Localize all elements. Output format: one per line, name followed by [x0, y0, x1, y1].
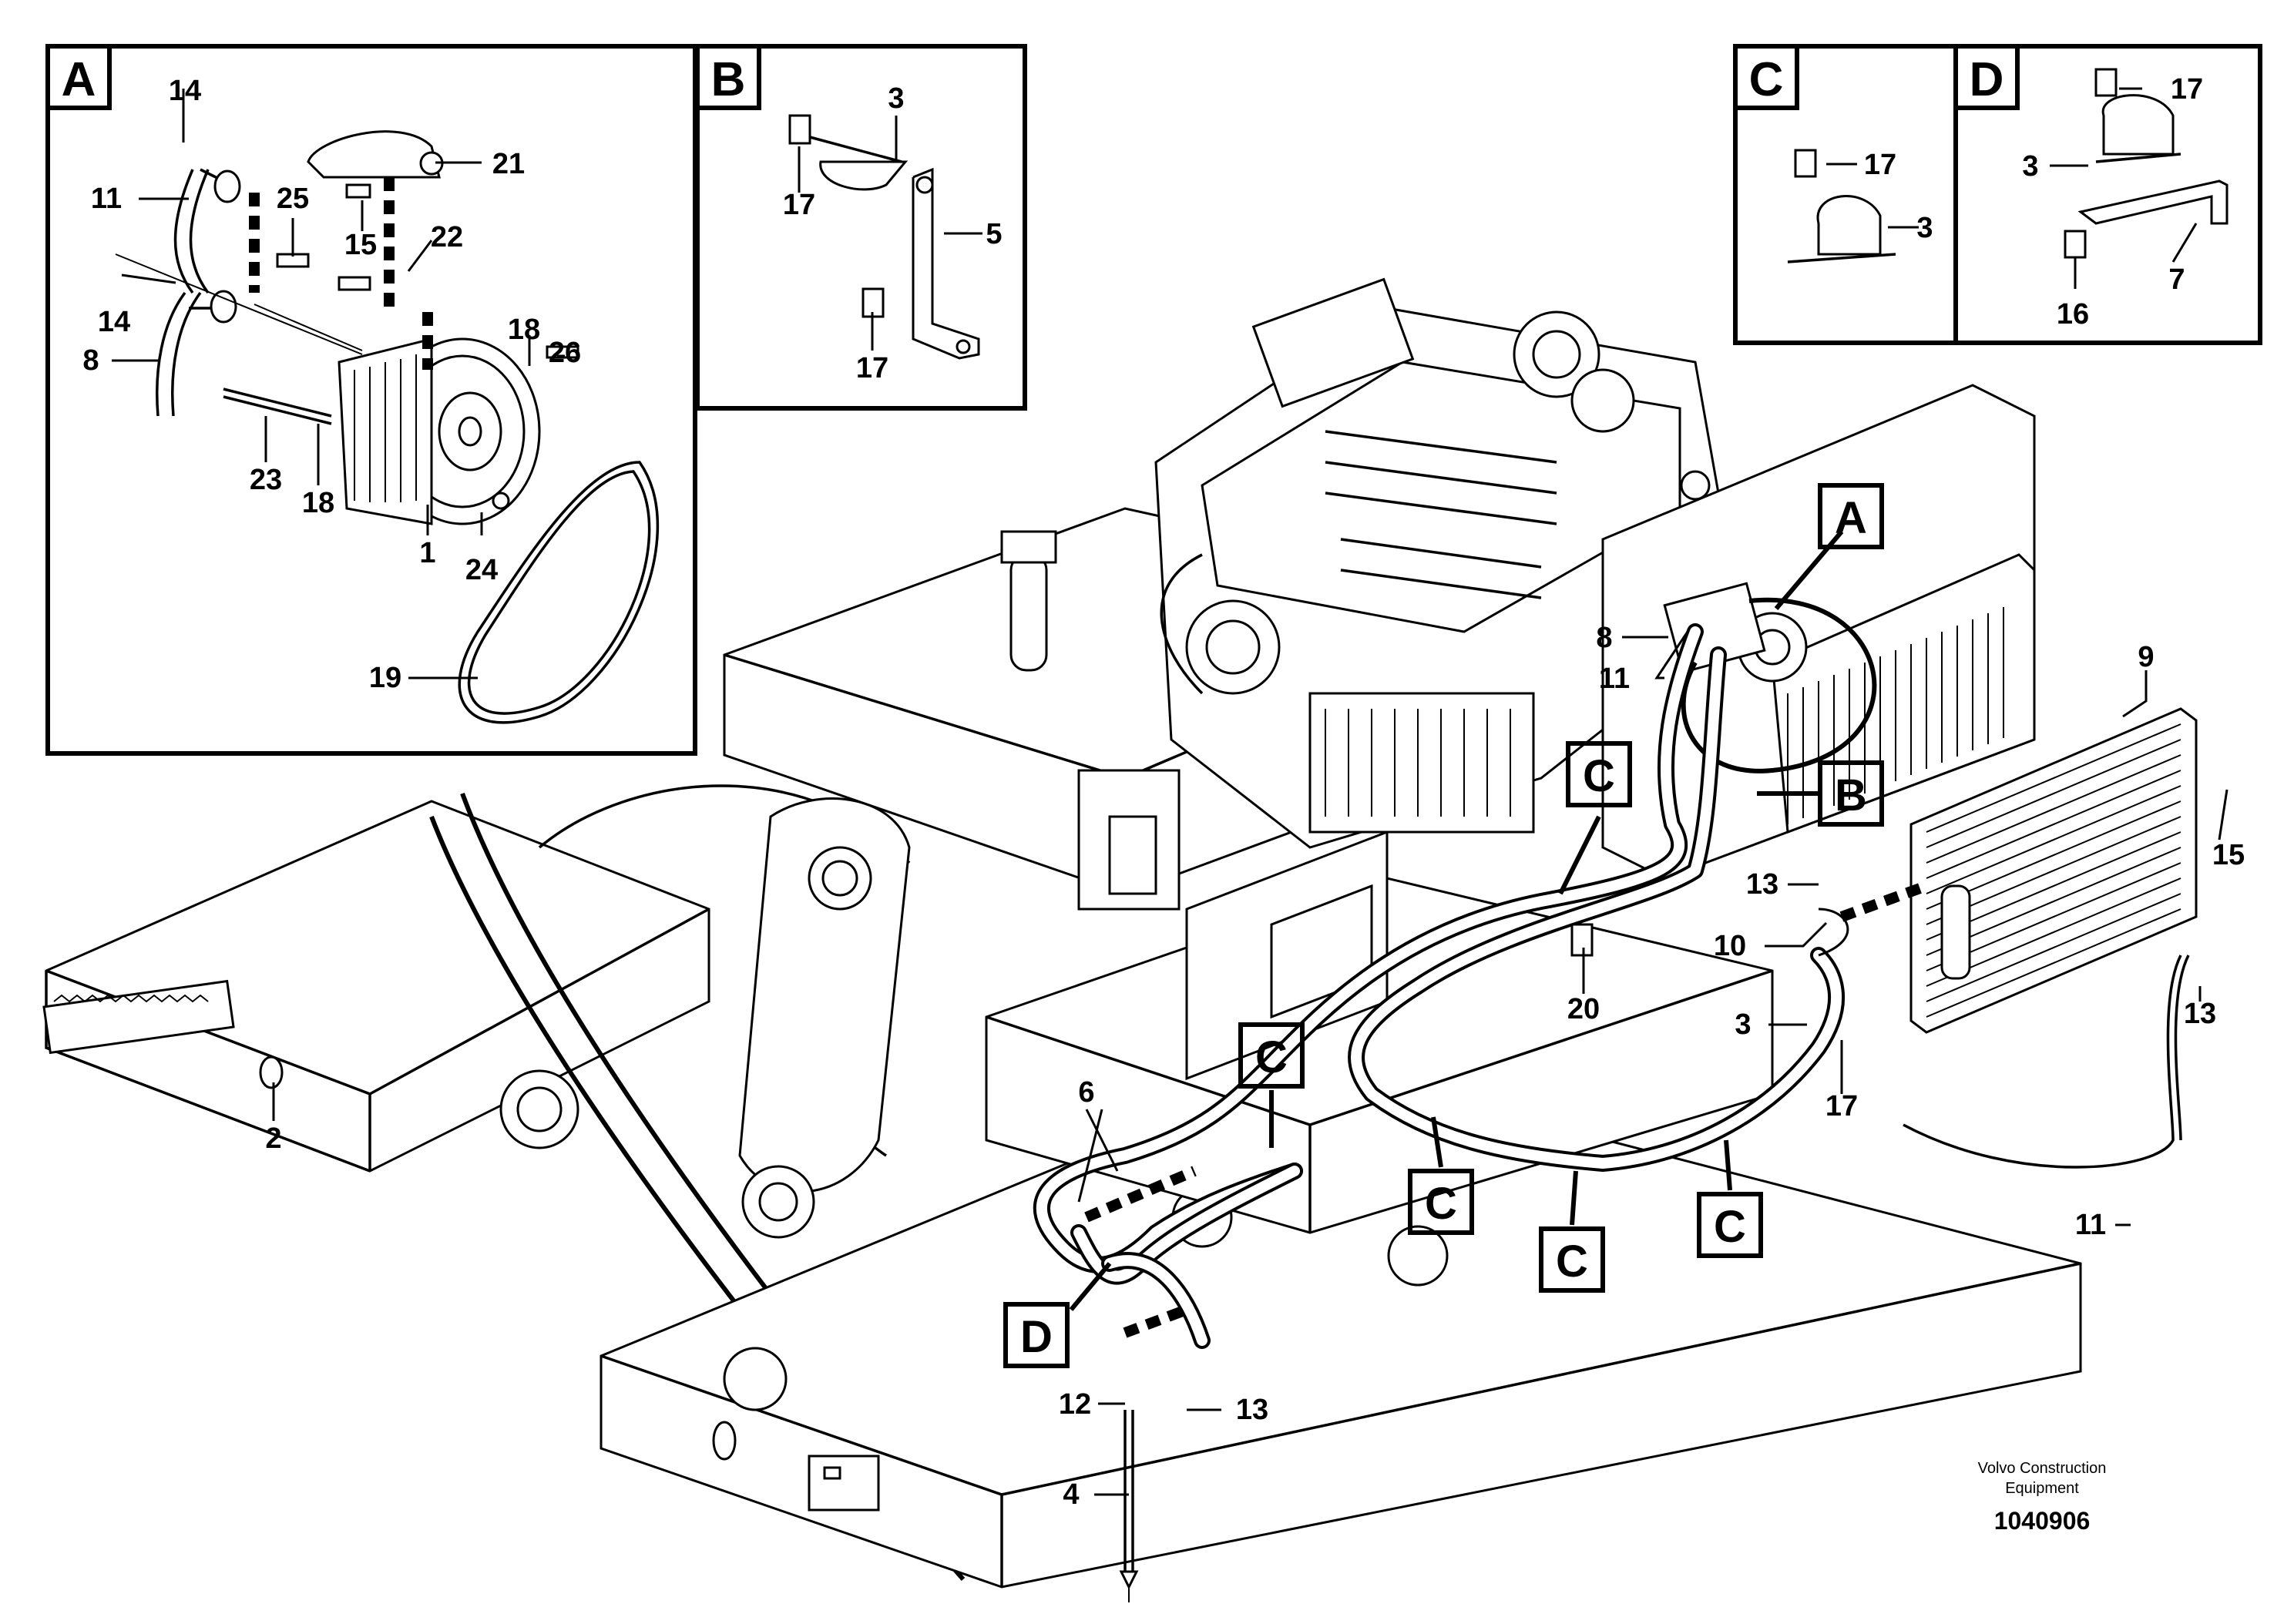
compressor-main-drawing: [1663, 582, 1877, 773]
label-a-19: 19: [369, 662, 401, 694]
label-main-17: 17: [1825, 1090, 1858, 1122]
label-a-23: 23: [250, 464, 282, 496]
engine-drawing: [1154, 277, 1720, 849]
label-main-10: 10: [1714, 930, 1746, 962]
label-d-7: 7: [2168, 263, 2185, 296]
label-a-8: 8: [82, 344, 99, 377]
label-main-15: 15: [2212, 839, 2245, 871]
label-main-13-right: 13: [2184, 998, 2216, 1030]
label-a-11: 11: [91, 183, 122, 215]
label-b-17-low: 17: [856, 352, 888, 384]
label-main-12: 12: [1059, 1388, 1091, 1421]
label-a-22: 22: [431, 221, 463, 253]
ac-hose-routing: [259, 623, 2190, 1602]
label-c-3: 3: [1916, 212, 1933, 244]
label-main-20: 20: [1567, 993, 1600, 1025]
label-main-13-top: 13: [1746, 868, 1778, 901]
label-a-15: 15: [344, 229, 377, 261]
label-main-4: 4: [1063, 1478, 1079, 1511]
detail-box-c: C 17 3: [1733, 44, 1958, 345]
label-a-21: 21: [492, 148, 525, 180]
detail-a-letter: A: [62, 53, 96, 106]
detail-box-d: D 17 3 7 16: [1953, 44, 2262, 345]
condenser-drawing: [1909, 707, 2198, 1034]
label-main-13-low: 13: [1236, 1394, 1268, 1426]
detail-d-letter: D: [1970, 53, 2004, 106]
label-a-14-top: 14: [169, 75, 201, 107]
label-a-26: 26: [549, 337, 581, 369]
label-main-9: 9: [2138, 641, 2154, 673]
label-main-3: 3: [1735, 1008, 1751, 1041]
detail-c-letter: C: [1749, 53, 1784, 106]
main-view-labels: 8 11 9 15 13 10 3 17 20 2 6 12 13 4 11 1…: [265, 622, 2245, 1511]
label-b-17-top: 17: [783, 189, 815, 221]
publisher-line-1: Volvo Construction: [1978, 1460, 2107, 1477]
label-d-17: 17: [2171, 73, 2203, 106]
callout-tag-c-5: C: [1714, 1202, 1746, 1252]
compressor-detail-drawing: [338, 337, 541, 525]
label-a-24: 24: [465, 554, 498, 586]
callout-tag-a: A: [1835, 493, 1867, 543]
label-main-11: 11: [1599, 663, 1630, 695]
label-d-3: 3: [2022, 150, 2038, 183]
callout-tag-c-1: C: [1583, 751, 1615, 801]
label-c-17: 17: [1864, 149, 1896, 181]
callout-tag-c-3: C: [1425, 1179, 1457, 1229]
figure-number: 1040906: [1994, 1507, 2091, 1535]
callout-tag-b: B: [1835, 770, 1867, 820]
label-main-6: 6: [1078, 1076, 1094, 1109]
callout-tag-d: D: [1020, 1312, 1053, 1362]
label-d-16: 16: [2057, 298, 2089, 331]
figure-caption: Volvo Construction Equipment 1040906: [1978, 1460, 2107, 1535]
label-main-2: 2: [265, 1122, 281, 1155]
label-b-5: 5: [986, 218, 1002, 250]
label-main-11-right: 11: [2075, 1209, 2106, 1241]
label-a-25: 25: [277, 183, 309, 215]
detail-box-b: B 3 17 5 17: [695, 44, 1027, 411]
callout-tag-c-4: C: [1556, 1236, 1588, 1287]
label-main-8: 8: [1596, 622, 1612, 654]
receiver-drier-drawing: [1000, 530, 1057, 672]
publisher-line-2: Equipment: [2005, 1480, 2079, 1497]
detail-b-letter: B: [711, 53, 746, 106]
callout-tags: A B C C C C C D: [1003, 483, 1884, 1368]
label-b-3: 3: [888, 82, 904, 115]
label-a-1: 1: [419, 537, 435, 569]
label-a-18-right: 18: [508, 314, 540, 346]
label-a-14-mid: 14: [98, 306, 130, 338]
label-a-18-low: 18: [302, 487, 334, 519]
detail-box-a: A: [45, 44, 697, 756]
callout-tag-c-2: C: [1255, 1032, 1288, 1082]
